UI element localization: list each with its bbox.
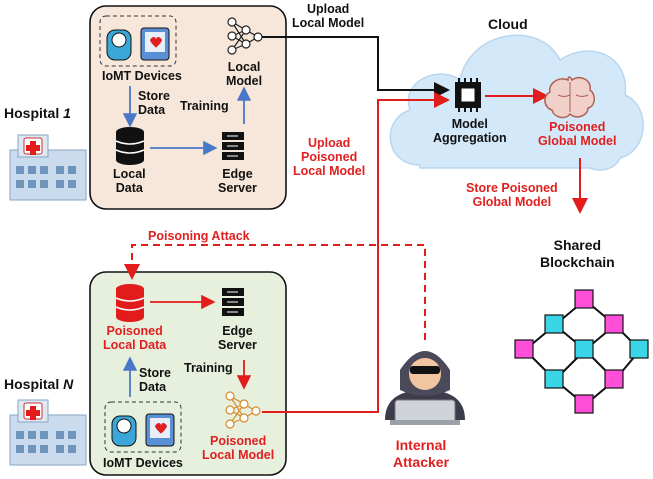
- training-label-h1: Training: [180, 99, 229, 113]
- hospital-icon: [9, 399, 87, 466]
- store-label: Store: [138, 89, 170, 103]
- poisoning-attack-label: Poisoning Attack: [148, 229, 250, 243]
- data-label: Data: [139, 380, 167, 394]
- training-label-hN: Training: [184, 361, 233, 375]
- iomt-box-h1: [99, 15, 177, 67]
- global-model-label: Global Model: [538, 134, 617, 148]
- local-model-label: Local Model: [292, 16, 365, 30]
- upload-local-model-arrow: [262, 36, 450, 98]
- store-label: Store: [139, 366, 171, 380]
- edge-label: Edge: [222, 324, 253, 338]
- poisoned-label: Poisoned: [209, 434, 267, 448]
- edge-label: Edge: [222, 167, 253, 181]
- iomt-label-hN: IoMT Devices: [103, 456, 183, 470]
- poisoned-label: Poisoned: [106, 324, 163, 338]
- database-icon: [115, 127, 145, 165]
- internal-label: Internal: [395, 437, 447, 453]
- brain-icon: [544, 76, 595, 119]
- cloud-shape: [389, 34, 644, 171]
- hospital-name: Hospital: [4, 105, 64, 121]
- upload-local-model-label: Upload Local Model: [292, 2, 364, 30]
- local-data-label: Local Data: [103, 338, 167, 352]
- local-model-label: Local Model: [202, 448, 275, 462]
- poisoned-global-model-label: Poisoned Global Model: [538, 120, 616, 148]
- hospitalN-title: Hospital N: [4, 376, 73, 393]
- iomt-devices-icon: [106, 27, 170, 61]
- model-label: Model: [226, 74, 263, 88]
- blockchain-label: Blockchain: [540, 254, 615, 270]
- server-label: Server: [218, 338, 257, 352]
- internal-attacker-label: Internal Attacker: [393, 437, 449, 471]
- model-aggregation-label: Model Aggregation: [433, 117, 507, 145]
- database-icon: [115, 284, 145, 322]
- neural-network-icon: [225, 391, 261, 429]
- hospital-number: N: [63, 376, 74, 392]
- hospital1-title: Hospital 1: [4, 105, 71, 122]
- hospital-number: 1: [63, 105, 71, 121]
- server-label: Server: [218, 181, 257, 195]
- poisoning-attack-arrow: [124, 244, 426, 340]
- chip-icon: [455, 78, 481, 112]
- data-label: Data: [115, 181, 143, 195]
- aggregation-label: Aggregation: [433, 131, 507, 145]
- poisoned-label: Poisoned: [549, 120, 606, 134]
- iomt-label-h1: IoMT Devices: [102, 69, 182, 83]
- shared-label: Shared: [553, 237, 602, 253]
- model-label: Model: [451, 117, 488, 131]
- hospital-icon: [9, 134, 87, 201]
- edge-server-label-h1: Edge Server: [218, 167, 257, 195]
- store-poisoned-global-label: Store Poisoned Global Model: [466, 181, 558, 209]
- hacker-icon: [385, 351, 465, 425]
- local-model-label: Local Model: [293, 164, 366, 178]
- shared-blockchain-label: Shared Blockchain: [540, 237, 615, 271]
- poisoned-label: Poisoned: [300, 150, 358, 164]
- server-icon: [222, 132, 244, 160]
- iomt-devices-icon: [111, 413, 175, 447]
- attacker-label: Attacker: [393, 454, 450, 470]
- local-label: Local: [227, 60, 261, 74]
- store-data-label-hN: Store Data: [139, 366, 171, 394]
- hospital-name: Hospital: [4, 376, 64, 392]
- hospitalN-panel: [89, 271, 287, 476]
- cloud-title: Cloud: [488, 16, 528, 32]
- upload-poisoned-model-arrow: [262, 92, 450, 413]
- poisoned-local-model-label: Poisoned Local Model: [202, 434, 274, 462]
- poisoned-local-data-label: Poisoned Local Data: [103, 324, 166, 352]
- data-label: Data: [138, 103, 166, 117]
- global-model-label: Global Model: [472, 195, 552, 209]
- local-label: Local: [113, 167, 146, 181]
- store-poisoned-label: Store Poisoned: [466, 181, 558, 195]
- store-data-label-h1: Store Data: [138, 89, 170, 117]
- server-icon: [222, 288, 244, 316]
- local-model-label: Local Model: [226, 60, 262, 88]
- upload-poisoned-model-label: Upload Poisoned Local Model: [293, 136, 365, 178]
- iomt-box-hN: [104, 401, 182, 453]
- local-data-label-h1: Local Data: [113, 167, 146, 195]
- edge-server-label-hN: Edge Server: [218, 324, 257, 352]
- blockchain-icon: [514, 289, 649, 414]
- upload-label: Upload: [306, 2, 350, 16]
- upload-label: Upload: [307, 136, 351, 150]
